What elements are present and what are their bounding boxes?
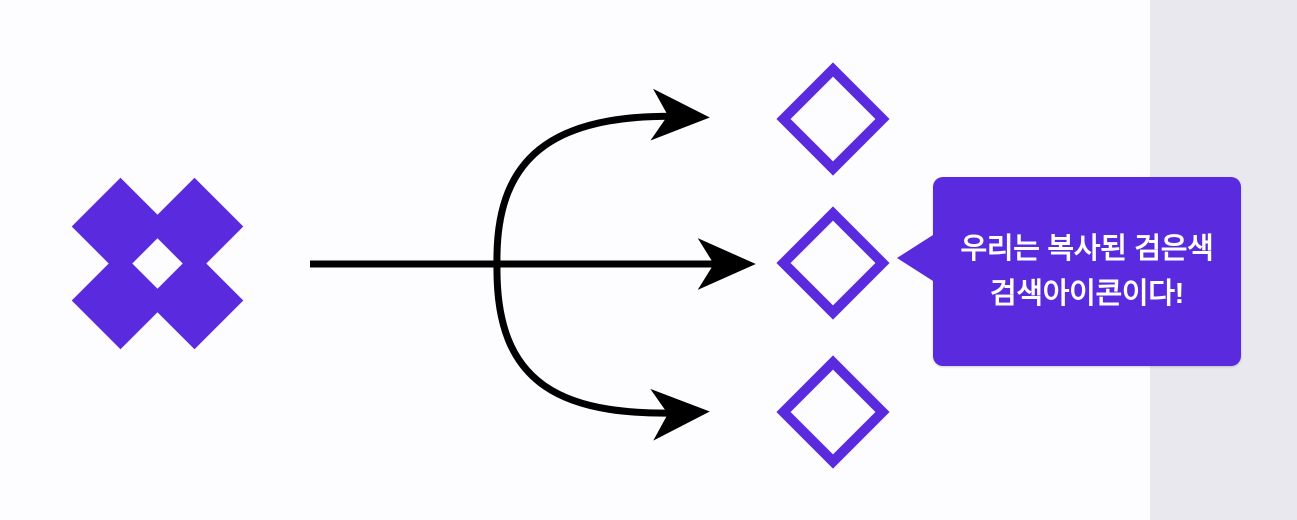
- outlined-diamond-bottom-icon: [776, 355, 890, 469]
- callout-tooltip: 우리는 복사된 검은색 검색아이콘이다!: [897, 177, 1241, 366]
- outlined-diamond-top-icon: [776, 62, 890, 176]
- outlined-diamond-middle-icon: [776, 206, 890, 320]
- arrow-to-bottom-diamond: [493, 260, 710, 441]
- arrow-to-top-diamond: [493, 88, 710, 268]
- tooltip-line-1: 우리는 복사된 검은색: [960, 233, 1214, 266]
- four-diamond-logo-icon: [71, 177, 244, 350]
- tooltip-pointer-icon: [897, 235, 933, 281]
- tooltip-line-2: 검색아이콘이다!: [989, 277, 1185, 310]
